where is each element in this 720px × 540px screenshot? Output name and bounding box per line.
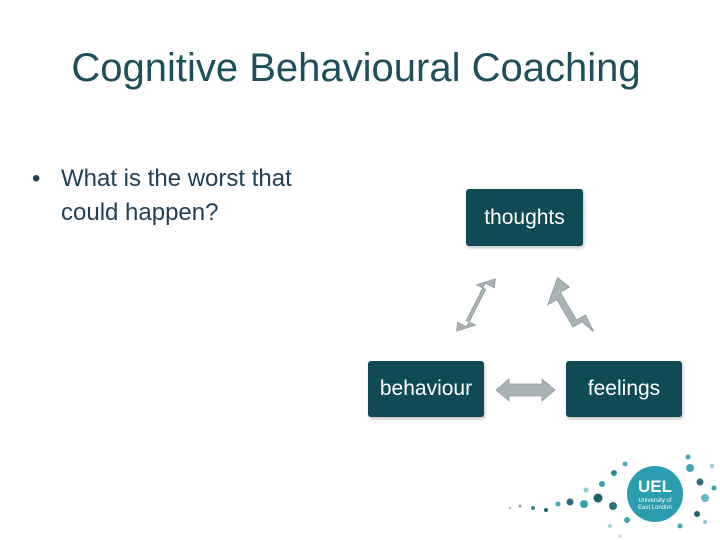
bullet-list: • What is the worst that could happen? bbox=[32, 162, 342, 230]
logo-badge bbox=[627, 466, 683, 522]
bullet-item: • What is the worst that could happen? bbox=[32, 162, 342, 230]
uel-logo: UEL University of East London bbox=[508, 454, 717, 538]
logo-name-line1: University of bbox=[638, 498, 671, 504]
logo-name-line2: East London bbox=[638, 505, 672, 511]
bullet-text: What is the worst that could happen? bbox=[61, 165, 292, 226]
node-thoughts: thoughts bbox=[466, 189, 583, 246]
logo-dots bbox=[508, 454, 717, 538]
arrow-thoughts-feelings bbox=[547, 276, 594, 332]
node-behaviour: behaviour bbox=[368, 361, 484, 417]
arrow-thoughts-behaviour bbox=[456, 278, 496, 332]
arrow-behaviour-feelings bbox=[495, 378, 556, 402]
bullet-marker: • bbox=[32, 165, 41, 192]
slide-title: Cognitive Behavioural Coaching bbox=[71, 46, 641, 90]
node-feelings: feelings bbox=[566, 361, 682, 417]
logo-acronym: UEL bbox=[638, 477, 672, 496]
